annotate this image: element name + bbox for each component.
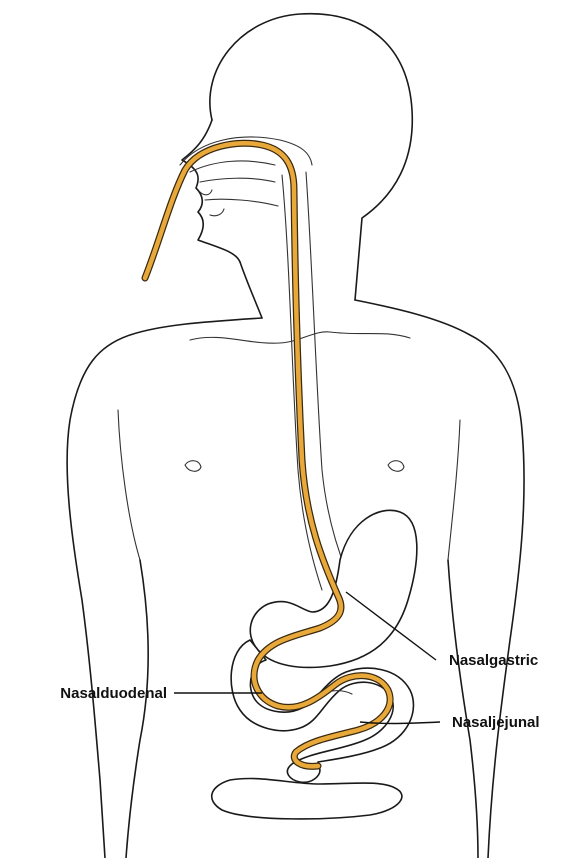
label-nasalgastric: Nasalgastric xyxy=(449,652,538,669)
tube-outline xyxy=(145,143,390,766)
feeding-tube xyxy=(145,143,390,766)
label-nasalduodenal: Nasalduodenal xyxy=(60,685,167,702)
large-intestine xyxy=(212,778,402,818)
label-nasaljejunal: Nasaljejunal xyxy=(452,714,540,731)
